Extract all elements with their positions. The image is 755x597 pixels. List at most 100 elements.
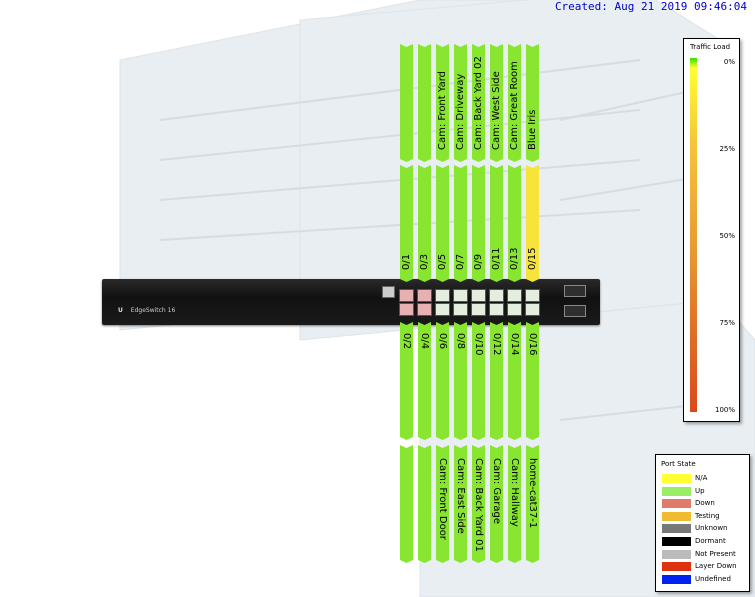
state-row-unknown: Unknown [662, 524, 746, 535]
switch-port-0-4[interactable] [417, 303, 432, 316]
traffic-legend-title: Traffic Load [690, 43, 731, 51]
switch-port-0-2[interactable] [399, 303, 414, 316]
state-row-down: Down [662, 499, 746, 510]
bottom-port-id-0-10: 0/10 [473, 333, 484, 356]
top-strip-lower-0-11 [490, 165, 503, 282]
top-strip-upper-0-9 [472, 44, 485, 162]
switch-port-0-16[interactable] [525, 303, 540, 316]
traffic-load-legend: Traffic Load 0% 25% 50% 75% 100% [683, 38, 740, 422]
traffic-gradient-bar [690, 58, 697, 412]
switch-port-0-15[interactable] [525, 289, 540, 302]
console-port [382, 286, 395, 298]
bottom-port-id-0-14: 0/14 [509, 333, 520, 356]
top-port-id-0-11: 0/11 [491, 247, 502, 270]
state-swatch [662, 486, 691, 496]
bottom-strip-lower-0-8 [454, 445, 467, 563]
bottom-strip-lower-0-2 [400, 445, 413, 563]
top-strip-upper-0-11 [490, 44, 503, 162]
top-strip-lower-0-9 [472, 165, 485, 282]
top-strip-upper-0-7 [454, 44, 467, 162]
bottom-strip-lower-0-16 [526, 445, 539, 563]
switch-port-0-13[interactable] [507, 289, 522, 302]
top-port-label-0-9: Cam: Back Yard 02 [473, 56, 484, 150]
bottom-port-id-0-8: 0/8 [455, 333, 466, 350]
bottom-port-label-0-14: Cam: Hallway [509, 458, 520, 527]
state-row-up: Up [662, 486, 746, 498]
top-port-id-0-13: 0/13 [509, 247, 520, 270]
bottom-strip-upper-0-8 [454, 322, 467, 440]
switch-port-0-10[interactable] [471, 303, 486, 316]
state-swatch [662, 537, 691, 546]
switch-port-0-1[interactable] [399, 289, 414, 302]
state-swatch [662, 511, 691, 521]
bottom-strip-lower-0-12 [490, 445, 503, 563]
top-strip-lower-0-3 [418, 165, 431, 282]
bottom-port-id-0-2: 0/2 [401, 333, 412, 350]
state-label: Undefined [695, 574, 731, 583]
bottom-port-id-0-12: 0/12 [491, 333, 502, 356]
state-swatch [662, 574, 691, 584]
state-swatch [662, 499, 691, 509]
traffic-tick-0: 0% [723, 58, 735, 66]
switch-port-0-7[interactable] [453, 289, 468, 302]
state-label: Up [695, 486, 705, 495]
traffic-tick-50: 50% [719, 232, 735, 240]
state-row-testing: Testing [662, 511, 746, 523]
bottom-strip-upper-0-10 [472, 322, 485, 440]
switch-port-0-12[interactable] [489, 303, 504, 316]
top-port-id-0-5: 0/5 [437, 253, 448, 270]
state-label: Down [695, 499, 715, 508]
switch-port-0-5[interactable] [435, 289, 450, 302]
switch-port-0-8[interactable] [453, 303, 468, 316]
bottom-port-label-0-16: home-cat37-1 [527, 458, 538, 529]
state-swatch [662, 474, 691, 483]
traffic-tick-100: 100% [714, 406, 735, 414]
sfp-port-2 [564, 305, 586, 317]
switch-model: EdgeSwitch 16 [130, 307, 176, 314]
traffic-tick-75: 75% [719, 319, 735, 327]
bottom-strip-lower-0-4 [418, 445, 431, 563]
state-label: Testing [695, 511, 720, 520]
ubiquiti-logo: U [118, 307, 123, 314]
switch-port-0-11[interactable] [489, 289, 504, 302]
top-strip-lower-0-15 [526, 165, 539, 282]
bottom-strip-lower-0-10 [472, 445, 485, 563]
state-swatch [662, 524, 691, 534]
bottom-port-id-0-6: 0/6 [437, 333, 448, 350]
top-port-label-0-15: Blue Iris [527, 109, 538, 150]
top-port-id-0-7: 0/7 [455, 253, 466, 270]
top-strip-upper-0-15 [526, 44, 539, 162]
top-port-label-0-13: Cam: Great Room [509, 61, 520, 150]
state-row-dormant: Dormant [662, 537, 746, 548]
bottom-strip-upper-0-6 [436, 322, 449, 440]
state-row-undefined: Undefined [662, 574, 746, 586]
top-strip-lower-0-1 [400, 165, 413, 282]
bottom-strip-upper-0-16 [526, 322, 539, 440]
top-port-label-0-11: Cam: West Side [491, 71, 502, 150]
top-strip-upper-0-5 [436, 44, 449, 162]
state-swatch [662, 562, 691, 572]
state-label: Not Present [695, 549, 736, 558]
top-strip-lower-0-7 [454, 165, 467, 282]
bottom-strip-lower-0-6 [436, 445, 449, 563]
bottom-port-label-0-12: Cam: Garage [491, 458, 502, 525]
bottom-port-id-0-16: 0/16 [527, 333, 538, 356]
state-label: Layer Down [695, 562, 737, 571]
port-state-legend-title: Port State [661, 460, 696, 468]
switch-port-0-3[interactable] [417, 289, 432, 302]
top-port-id-0-9: 0/9 [473, 253, 484, 270]
switch-port-0-9[interactable] [471, 289, 486, 302]
switch-brand: U EdgeSwitch 16 [118, 307, 175, 314]
top-port-id-0-1: 0/1 [401, 253, 412, 270]
bottom-strip-upper-0-12 [490, 322, 503, 440]
top-strip-lower-0-5 [436, 165, 449, 282]
state-label: Unknown [695, 524, 728, 533]
switch-port-0-14[interactable] [507, 303, 522, 316]
bottom-port-id-0-4: 0/4 [419, 333, 430, 350]
state-label: Dormant [695, 537, 726, 545]
switch-port-0-6[interactable] [435, 303, 450, 316]
created-timestamp: Created: Aug 21 2019 09:46:04 [554, 0, 747, 13]
bottom-strip-lower-0-14 [508, 445, 521, 563]
top-strip-upper-0-3 [418, 44, 431, 162]
